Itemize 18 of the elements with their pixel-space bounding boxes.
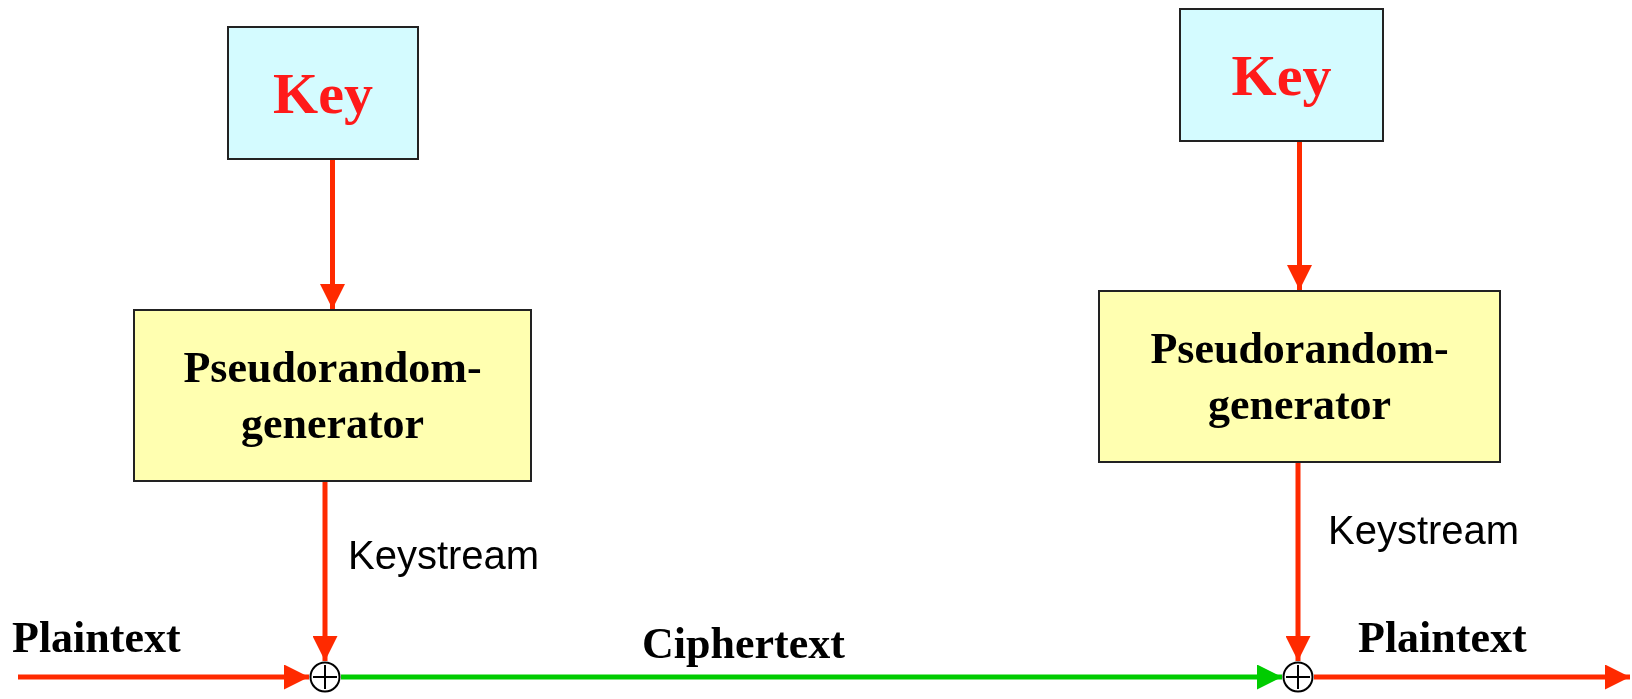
xor-symbol <box>309 661 341 693</box>
xor-symbol <box>1282 661 1314 693</box>
arrow <box>312 482 338 661</box>
arrow <box>1287 142 1312 290</box>
arrow <box>341 664 1282 690</box>
edge-label: Keystream <box>1328 508 1520 553</box>
key-box: Key <box>227 26 419 160</box>
edge-label: Ciphertext <box>642 618 845 669</box>
edge-label: Plaintext <box>12 612 181 663</box>
arrow <box>1285 463 1311 661</box>
arrow <box>320 160 345 309</box>
generator-box: Pseudorandom- generator <box>133 309 532 482</box>
arrow <box>1314 664 1630 690</box>
key-box: Key <box>1179 8 1384 142</box>
generator-box: Pseudorandom- generator <box>1098 290 1501 463</box>
edge-label: Plaintext <box>1358 612 1527 663</box>
edge-label: Keystream <box>348 533 540 578</box>
arrow <box>18 664 309 690</box>
